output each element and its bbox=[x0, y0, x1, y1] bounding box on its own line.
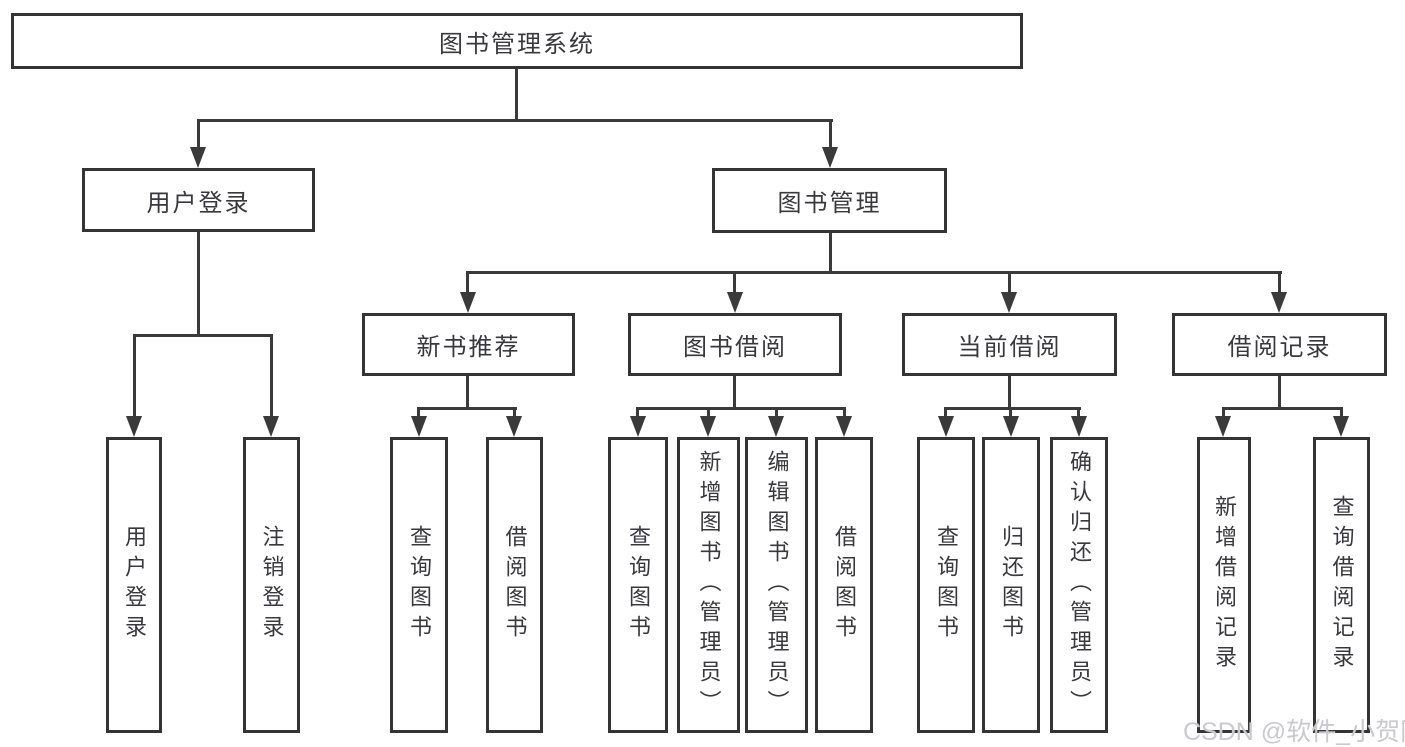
connector-line bbox=[1008, 376, 1011, 409]
connector-line bbox=[270, 334, 273, 418]
connector-line bbox=[1278, 271, 1281, 295]
leaf-query-book-borrowing: 查询图书 bbox=[608, 437, 668, 733]
arrow-down-icon bbox=[822, 147, 838, 168]
node-new-book-recommend-label: 新书推荐 bbox=[416, 334, 521, 361]
connector-line bbox=[513, 407, 516, 418]
leaf-logout-label: 注销登录 bbox=[259, 525, 285, 645]
connector-line bbox=[1278, 376, 1281, 409]
leaf-borrow-book-label: 借阅图书 bbox=[832, 525, 857, 645]
connector-line bbox=[944, 407, 947, 418]
connector-line bbox=[944, 407, 1081, 410]
arrow-down-icon bbox=[1215, 416, 1231, 437]
leaf-borrow-book-recommend: 借阅图书 bbox=[486, 437, 543, 733]
node-user-login: 用户登录 bbox=[82, 168, 315, 232]
connector-line bbox=[707, 407, 710, 418]
node-book-management: 图书管理 bbox=[712, 168, 947, 233]
watermark: CSDN @软件_小贺同学 bbox=[1183, 718, 1405, 746]
node-borrowing-records-label: 借阅记录 bbox=[1227, 334, 1332, 361]
connector-line bbox=[466, 376, 469, 409]
connector-line bbox=[775, 407, 778, 418]
connector-line bbox=[417, 407, 420, 418]
connector-line bbox=[1008, 271, 1011, 295]
arrow-down-icon bbox=[126, 416, 142, 437]
leaf-borrow-book: 借阅图书 bbox=[815, 437, 873, 733]
arrow-down-icon bbox=[460, 292, 476, 313]
leaf-edit-book-admin-label: 编辑图书（管理员） bbox=[764, 450, 790, 720]
leaf-query-book-borrowing-label: 查询图书 bbox=[626, 525, 651, 645]
arrow-down-icon bbox=[1071, 416, 1087, 437]
connector-line bbox=[133, 334, 273, 337]
leaf-logout: 注销登录 bbox=[243, 437, 300, 733]
arrow-down-icon bbox=[630, 416, 646, 437]
arrow-down-icon bbox=[506, 416, 522, 437]
leaf-return-book: 归还图书 bbox=[982, 437, 1040, 733]
leaf-query-book-recommend-label: 查询图书 bbox=[407, 525, 432, 645]
arrow-down-icon bbox=[727, 292, 743, 313]
node-borrowing-records: 借阅记录 bbox=[1172, 313, 1387, 376]
leaf-user-login-label: 用户登录 bbox=[122, 525, 147, 645]
connector-line bbox=[1009, 407, 1012, 418]
node-current-borrowing: 当前借阅 bbox=[902, 313, 1117, 376]
connector-line bbox=[636, 407, 846, 410]
node-book-borrowing: 图书借阅 bbox=[628, 313, 842, 376]
leaf-return-book-label: 归还图书 bbox=[999, 525, 1024, 645]
node-book-borrowing-label: 图书借阅 bbox=[683, 334, 787, 361]
connector-line bbox=[197, 119, 200, 149]
leaf-add-borrow-record-label: 新增借阅记录 bbox=[1212, 495, 1237, 675]
node-system-root-label: 图书管理系统 bbox=[439, 30, 595, 58]
arrow-down-icon bbox=[411, 416, 427, 437]
arrow-down-icon bbox=[1001, 292, 1017, 313]
connector-line bbox=[733, 376, 736, 409]
connector-line bbox=[843, 407, 846, 418]
arrow-down-icon bbox=[768, 416, 784, 437]
node-new-book-recommend: 新书推荐 bbox=[362, 313, 575, 376]
arrow-down-icon bbox=[263, 416, 279, 437]
node-user-login-label: 用户登录 bbox=[146, 189, 251, 217]
arrow-down-icon bbox=[700, 416, 716, 437]
connector-line bbox=[197, 119, 833, 122]
connector-line bbox=[1340, 407, 1343, 418]
leaf-confirm-return-admin-label: 确认归还（管理员） bbox=[1067, 450, 1092, 720]
leaf-add-book-admin-label: 新增图书（管理员） bbox=[696, 450, 722, 720]
leaf-query-borrow-record-label: 查询借阅记录 bbox=[1329, 495, 1355, 675]
connector-line bbox=[1077, 407, 1080, 418]
node-system-root: 图书管理系统 bbox=[11, 13, 1023, 69]
leaf-add-book-admin: 新增图书（管理员） bbox=[677, 437, 740, 733]
leaf-query-book-current-label: 查询图书 bbox=[934, 525, 959, 645]
arrow-down-icon bbox=[1003, 416, 1019, 437]
connector-line bbox=[1222, 407, 1343, 410]
leaf-edit-book-admin: 编辑图书（管理员） bbox=[745, 437, 808, 733]
connector-line bbox=[466, 271, 469, 295]
connector-line bbox=[829, 233, 832, 273]
leaf-add-borrow-record: 新增借阅记录 bbox=[1197, 437, 1251, 733]
leaf-query-book-current: 查询图书 bbox=[917, 437, 975, 733]
leaf-borrow-book-recommend-label: 借阅图书 bbox=[502, 525, 528, 645]
node-book-management-label: 图书管理 bbox=[777, 190, 882, 217]
connector-line bbox=[466, 271, 1282, 274]
arrow-down-icon bbox=[190, 147, 206, 168]
arrow-down-icon bbox=[836, 416, 852, 437]
arrow-down-icon bbox=[938, 416, 954, 437]
connector-line bbox=[515, 69, 518, 121]
leaf-query-borrow-record: 查询借阅记录 bbox=[1313, 437, 1370, 733]
connector-line bbox=[197, 232, 200, 336]
connector-line bbox=[133, 334, 136, 418]
connector-line bbox=[636, 407, 639, 418]
leaf-confirm-return-admin: 确认归还（管理员） bbox=[1050, 437, 1108, 733]
connector-line bbox=[733, 271, 736, 295]
connector-line bbox=[829, 119, 832, 149]
arrow-down-icon bbox=[1333, 416, 1349, 437]
connector-line bbox=[417, 407, 517, 410]
node-current-borrowing-label: 当前借阅 bbox=[957, 334, 1062, 361]
arrow-down-icon bbox=[1271, 292, 1287, 313]
connector-line bbox=[1222, 407, 1225, 418]
leaf-query-book-recommend: 查询图书 bbox=[390, 437, 448, 733]
leaf-user-login: 用户登录 bbox=[106, 437, 162, 733]
